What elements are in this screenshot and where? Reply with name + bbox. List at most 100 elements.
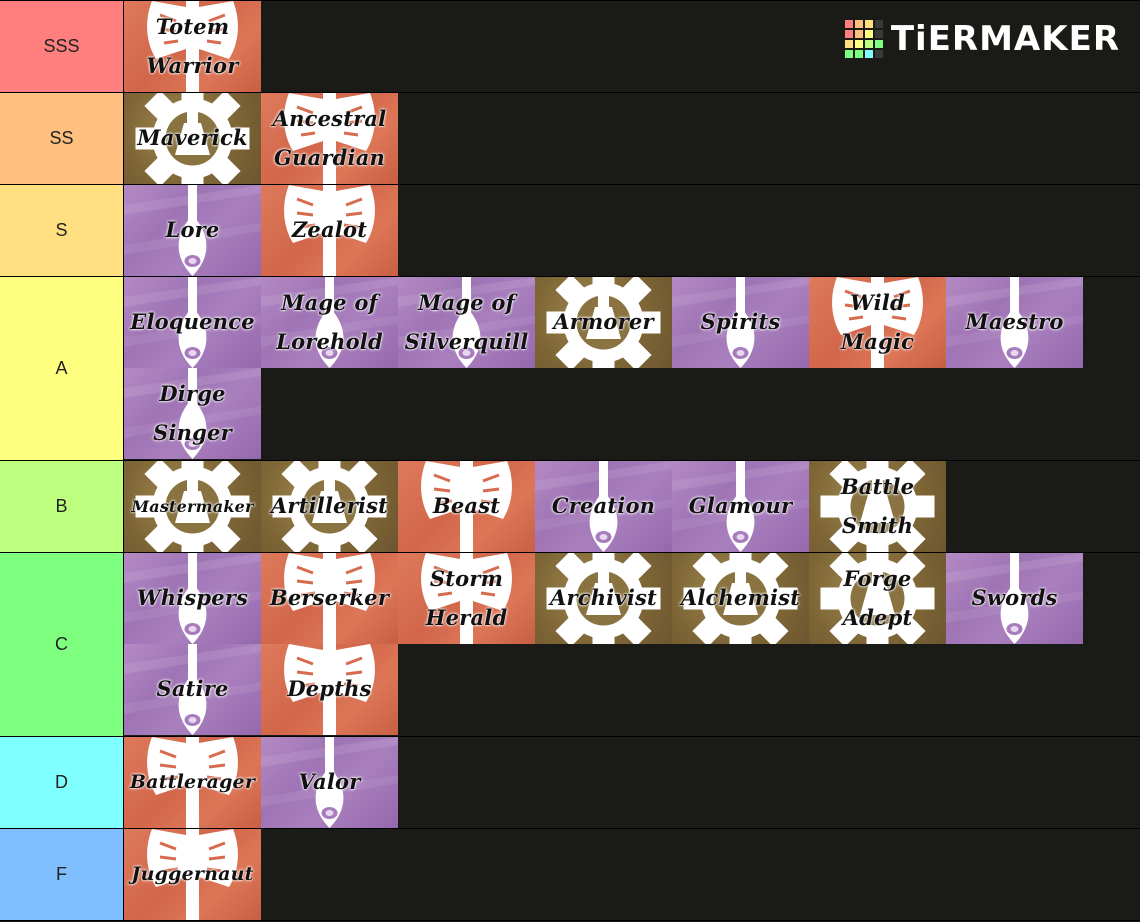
bard-emblem-icon (124, 185, 261, 276)
logo-grid-square (864, 20, 873, 28)
tier-item-label-line: Mastermaker (131, 496, 254, 516)
tier-label[interactable]: C (0, 553, 124, 736)
tier-item-swords[interactable]: Swords (946, 553, 1083, 644)
barbarian-axe-icon (421, 553, 512, 644)
logo-grid-square (844, 50, 853, 58)
tier-item-label-line: Singer (153, 419, 232, 445)
tier-item-label-line: Smith (841, 512, 914, 538)
tier-item-berserker[interactable]: Berserker (261, 553, 398, 644)
tier-item-zealot[interactable]: Zealot (261, 185, 398, 276)
tier-item-label-line: Forge (843, 565, 912, 591)
tier-item-archivist[interactable]: Archivist (535, 553, 672, 644)
tier-label[interactable]: D (0, 737, 124, 828)
tier-item-label-line: Magic (840, 328, 915, 354)
artificer-gear-icon (272, 461, 387, 552)
tier-item-label: Maestro (946, 277, 1083, 368)
artificer-gear-icon (135, 93, 250, 184)
tier-item-label-line: Battlerager (129, 770, 256, 793)
tier-label[interactable]: A (0, 277, 124, 460)
tier-item-satire[interactable]: Satire (124, 644, 261, 735)
tier-label[interactable]: S (0, 185, 124, 276)
tier-item-mastermaker[interactable]: Mastermaker (124, 461, 261, 552)
tier-item-beast[interactable]: Beast (398, 461, 535, 552)
tier-item-label-line: Zealot (291, 217, 368, 243)
barbarian-axe-icon (284, 185, 375, 276)
tier-item-armorer[interactable]: Armorer (535, 277, 672, 368)
tier-item-label-line: Depths (287, 676, 372, 702)
barbarian-axe-icon (421, 461, 512, 552)
tier-item-lore[interactable]: Lore (124, 185, 261, 276)
bard-emblem-icon (124, 644, 261, 735)
tier-item-creation[interactable]: Creation (535, 461, 672, 552)
tier-item-label-line: Juggernaut (131, 862, 254, 885)
tier-label[interactable]: F (0, 829, 124, 920)
tier-item-label: Glamour (672, 461, 809, 552)
barbarian-axe-icon (284, 644, 375, 735)
tier-item-battlerager[interactable]: Battlerager (124, 737, 261, 828)
logo-grid-square (864, 30, 873, 38)
tier-item-alchemist[interactable]: Alchemist (672, 553, 809, 644)
bard-emblem-icon (398, 277, 535, 368)
artificer-gear-icon (820, 553, 935, 644)
tier-item-label: Armorer (535, 277, 672, 368)
tier-item-juggernaut[interactable]: Juggernaut (124, 829, 261, 920)
tier-item-maverick[interactable]: Maverick (124, 93, 261, 184)
artificer-gear-icon (683, 553, 798, 644)
tier-label[interactable]: B (0, 461, 124, 552)
tier-item-eloquence[interactable]: Eloquence (124, 277, 261, 368)
tiermaker-logo[interactable]: TiERMAKER (844, 19, 1120, 59)
tier-item-label-line: Silverquill (404, 328, 529, 354)
tier-item-label-line: Adept (842, 604, 913, 630)
tier-item-label: Depths (261, 644, 398, 735)
tier-item-artillerist[interactable]: Artillerist (261, 461, 398, 552)
tier-label[interactable]: SSS (0, 1, 124, 92)
tier-item-whispers[interactable]: Whispers (124, 553, 261, 644)
tier-items: Mastermaker Artillerist Beast Creation Glamo… (124, 461, 1140, 552)
tier-item-label-line: Ancestral (272, 105, 387, 131)
bard-emblem-icon (261, 277, 398, 368)
tier-item-label-line: Alchemist (680, 585, 801, 611)
barbarian-axe-icon (832, 277, 923, 368)
tier-item-label: Artillerist (261, 461, 398, 552)
tier-item-maestro[interactable]: Maestro (946, 277, 1083, 368)
tier-item-valor[interactable]: Valor (261, 737, 398, 828)
tier-row-f: F Juggernaut (0, 829, 1140, 921)
logo-grid-square (874, 40, 883, 48)
tier-item-label-line: Beast (432, 493, 501, 519)
tier-item-label: Beast (398, 461, 535, 552)
tier-items: Lore Zealot (124, 185, 1140, 276)
artificer-gear-icon (820, 461, 935, 552)
tier-item-label: Lore (124, 185, 261, 276)
tier-label[interactable]: SS (0, 93, 124, 184)
tier-item-label-line: Glamour (688, 493, 793, 519)
tier-item-label: Maverick (124, 93, 261, 184)
bard-emblem-icon (535, 461, 672, 552)
tier-item-depths[interactable]: Depths (261, 644, 398, 735)
tier-item-glamour[interactable]: Glamour (672, 461, 809, 552)
tier-item-label-line: Wild (850, 289, 905, 315)
bard-emblem-icon (124, 277, 261, 368)
tier-item-label: Berserker (261, 553, 398, 644)
tier-item-spirits[interactable]: Spirits (672, 277, 809, 368)
